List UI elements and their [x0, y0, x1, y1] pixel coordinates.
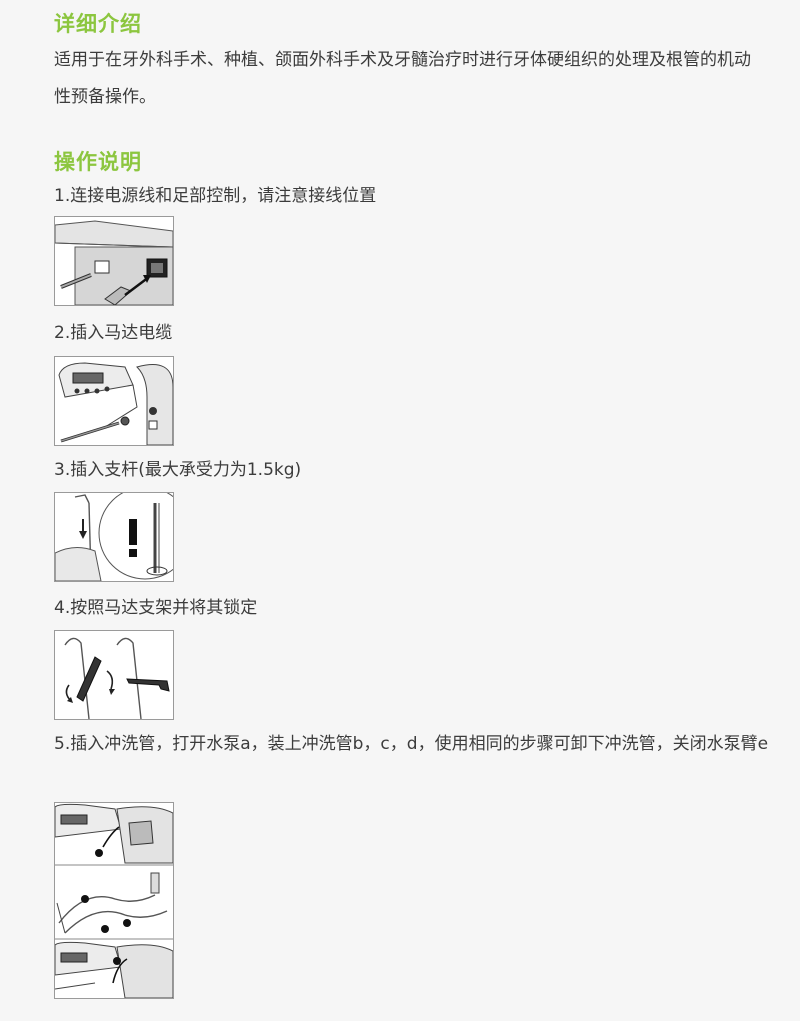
power-connection-icon	[55, 220, 173, 305]
instructions-title: 操作说明	[54, 150, 142, 174]
step-2-image	[54, 356, 174, 446]
motor-cable-icon	[58, 362, 173, 445]
motor-holder-icon	[64, 637, 170, 719]
step-1-text: 1.连接电源线和足部控制，请注意接线位置	[54, 186, 377, 206]
intro-title: 详细介绍	[54, 12, 142, 36]
step-4-image	[54, 630, 174, 720]
step-3-image	[54, 492, 174, 582]
intro-text: 适用于在牙外科手术、种植、颌面外科手术及牙髓治疗时进行牙体硬组织的处理及根管的机…	[54, 50, 751, 107]
step-2-text: 2.插入马达电缆	[54, 323, 173, 343]
support-rod-icon	[55, 493, 173, 581]
step-4-text: 4.按照马达支架并将其锁定	[54, 598, 258, 618]
step-5-text: 5.插入冲洗管，打开水泵a，装上冲洗管b，c，d，使用相同的步骤可卸下冲洗管，关…	[54, 734, 769, 754]
step-5-image	[54, 802, 174, 999]
step-3-text: 3.插入支杆(最大承受力为1.5kg)	[54, 460, 302, 480]
step-1-image	[54, 216, 174, 306]
irrigation-pump-icon	[55, 803, 173, 998]
